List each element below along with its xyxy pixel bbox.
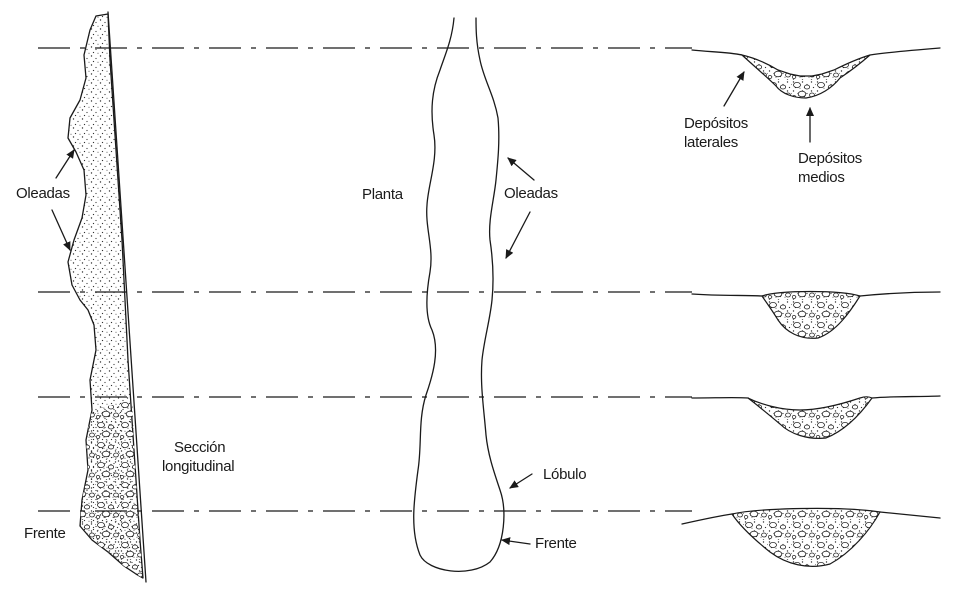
arrow-frente-mid: [502, 540, 530, 544]
label-depositos-laterales-line1: Depósitos: [684, 115, 748, 132]
label-seccion-line2: longitudinal: [162, 458, 234, 475]
planform-outline: [414, 18, 504, 571]
label-depositos-medios-line2: medios: [798, 169, 845, 186]
longitudinal-section: [68, 12, 146, 582]
cross-section-1-deposit: [742, 55, 870, 98]
cross-section-1-ground: [692, 48, 940, 55]
cross-section-2-deposit: [762, 292, 860, 339]
arrow-oleadas-left-down: [52, 210, 70, 250]
cross-section-3-ground: [692, 396, 940, 398]
arrow-oleadas-mid-down: [506, 212, 530, 258]
arrow-oleadas-left-up: [56, 150, 74, 178]
label-planta: Planta: [362, 186, 404, 203]
label-depositos-laterales-line2: laterales: [684, 134, 738, 151]
arrow-oleadas-mid-up: [508, 158, 534, 180]
cross-section-4-deposit: [732, 508, 880, 566]
label-frente-mid: Frente: [535, 535, 577, 552]
label-oleadas-mid: Oleadas: [504, 185, 558, 202]
label-seccion-line1: Sección: [174, 439, 225, 456]
label-lobulo: Lóbulo: [543, 466, 586, 483]
arrow-depositos-laterales: [724, 72, 744, 106]
longitudinal-section-pebbles: [80, 400, 143, 578]
label-depositos-medios-line1: Depósitos: [798, 150, 862, 167]
arrow-lobulo: [510, 474, 532, 488]
cross-section-3-deposit: [748, 397, 872, 439]
labels: Oleadas Sección longitudinal Frente Plan…: [16, 115, 862, 552]
label-frente-left: Frente: [24, 525, 66, 542]
label-oleadas-left: Oleadas: [16, 185, 70, 202]
